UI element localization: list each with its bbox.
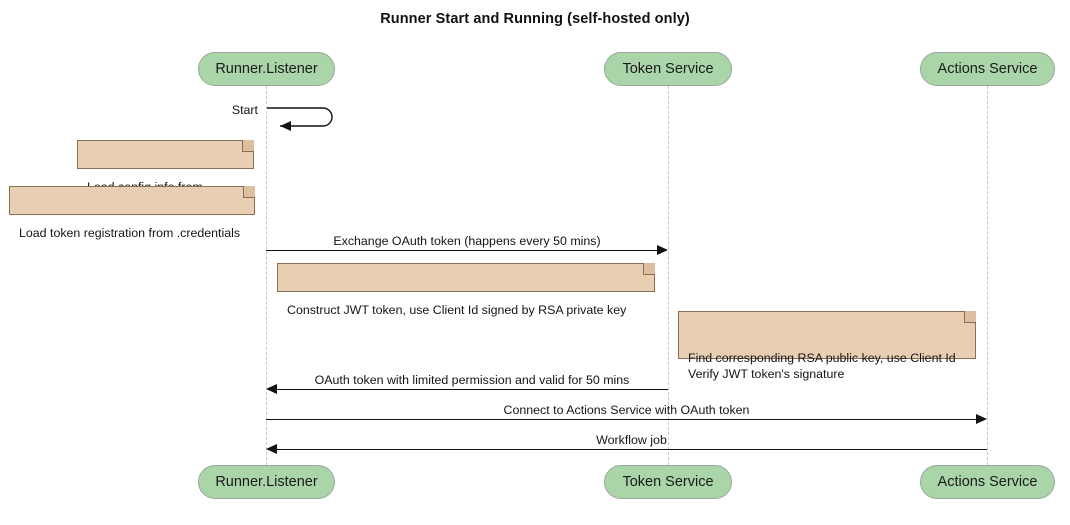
- note-text: Construct JWT token, use Client Id signe…: [287, 303, 627, 317]
- message-line-oauth-token-response: [277, 389, 668, 390]
- lifeline-runner-listener: [266, 86, 267, 465]
- message-label-start: Start: [231, 103, 258, 117]
- arrow-head-left-icon: [266, 444, 277, 454]
- message-label-connect-actions-service: Connect to Actions Service with OAuth to…: [503, 403, 750, 417]
- note-fold-corner-icon: [242, 140, 254, 152]
- lifeline-actions-service: [987, 86, 988, 465]
- note-text: Find corresponding RSA public key, use C…: [688, 351, 956, 381]
- actor-header-actions-service[interactable]: Actions Service: [920, 52, 1055, 86]
- note-load-config-info: Load config info from .runner: [77, 140, 254, 210]
- page-title: Runner Start and Running (self-hosted on…: [380, 11, 690, 27]
- message-label-workflow-job: Workflow job: [596, 433, 667, 447]
- message-label-exchange-oauth-token: Exchange OAuth token (happens every 50 m…: [333, 234, 601, 248]
- message-line-exchange-oauth-token: [266, 250, 658, 251]
- actor-footer-actions-service[interactable]: Actions Service: [920, 465, 1055, 499]
- note-fold-corner-icon: [243, 186, 255, 198]
- note-construct-jwt-token: Construct JWT token, use Client Id signe…: [277, 263, 655, 317]
- actor-header-runner-listener[interactable]: Runner.Listener: [198, 52, 335, 86]
- note-text: Load token registration from .credential…: [19, 226, 241, 240]
- actor-header-token-service[interactable]: Token Service: [604, 52, 732, 86]
- actor-footer-runner-listener[interactable]: Runner.Listener: [198, 465, 335, 499]
- arrow-head-left-icon: [266, 384, 277, 394]
- message-label-oauth-token-response: OAuth token with limited permission and …: [314, 373, 630, 387]
- note-fold-corner-icon: [643, 263, 655, 275]
- self-message-start: [266, 103, 346, 133]
- note-load-token-registration: Load token registration from .credential…: [9, 186, 255, 240]
- note-fold-corner-icon: [964, 311, 976, 323]
- actor-footer-token-service[interactable]: Token Service: [604, 465, 732, 499]
- lifeline-token-service: [668, 86, 669, 465]
- arrow-head-right-icon: [657, 245, 668, 255]
- self-message-start-path: [267, 107, 333, 131]
- message-line-connect-actions-service: [266, 419, 977, 420]
- note-verify-jwt-signature: Find corresponding RSA public key, use C…: [678, 311, 976, 381]
- arrow-head-right-icon: [976, 414, 987, 424]
- message-line-workflow-job: [277, 449, 987, 450]
